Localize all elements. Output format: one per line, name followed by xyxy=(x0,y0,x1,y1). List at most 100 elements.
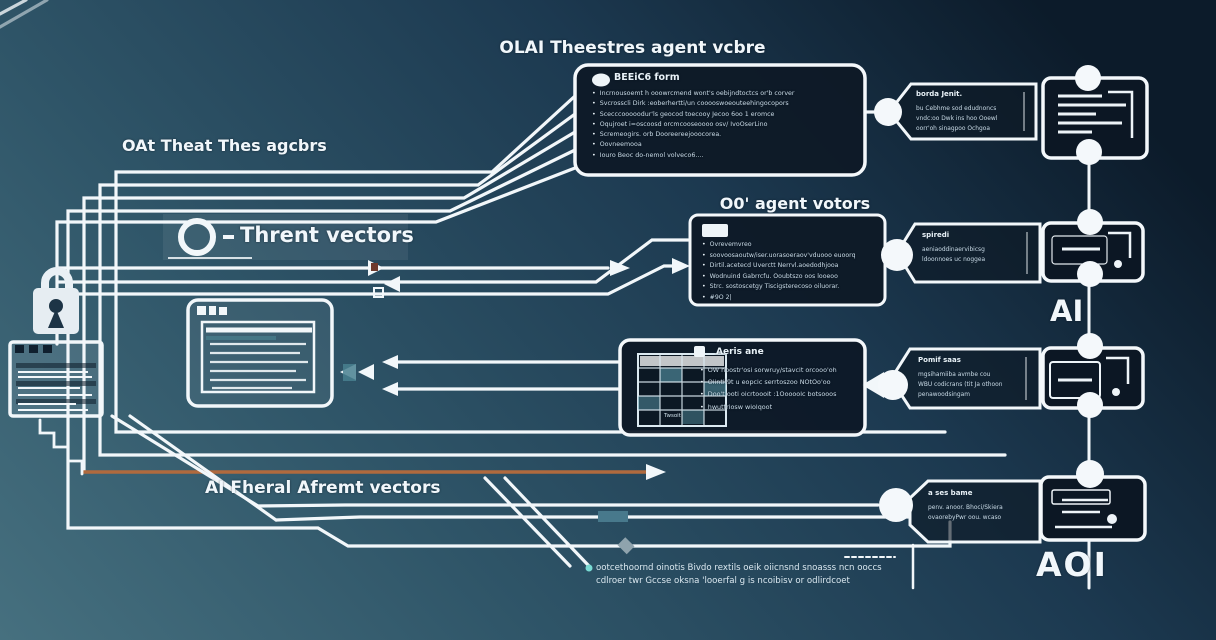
diag-line-2 xyxy=(128,414,278,522)
doc-lines-icon xyxy=(1055,498,1112,529)
chevron-left-icon xyxy=(358,364,374,380)
bullet-line: Doo't ooti oicrtoooit :1Ooooolc botsooos xyxy=(700,388,862,400)
agent-box-content: Ovrevemvreosoovoosaoutw/iser.uorasoeraov… xyxy=(702,240,878,304)
top-title: OLAI Theestres agent vcbre xyxy=(499,38,766,58)
callout-1-lines: bu Cebhme sod edudnoncs vndc:oo Dwk ins h… xyxy=(916,104,1020,134)
connector-lines xyxy=(0,0,1091,590)
red-chip-icon xyxy=(371,263,378,271)
callout-line: penv. anoor. Bhoci/Skiera xyxy=(928,505,1003,511)
threat-line-2 xyxy=(56,238,690,284)
ai-label: AI xyxy=(1050,294,1084,328)
bullet-line: Scremeogirs. orb Dooreereejooocorea. xyxy=(592,130,854,140)
callout-tag-4 xyxy=(908,479,1042,544)
top-box-bullets: Incrnousoemt h ooowrcmend wont's oebijnd… xyxy=(592,89,854,161)
bottom-left-title: AI Fheral Afremt vectors xyxy=(205,478,441,498)
callout-1-header: borda Jenit. xyxy=(916,90,963,98)
callout-2-lines: aeniaoddinaervibicsg ldoonnoes uc noggea xyxy=(922,245,1022,265)
threat-line-3 xyxy=(56,264,676,296)
callout-line: bu Cebhme sod edudnoncs xyxy=(916,106,997,112)
callout-line: ldoonnoes uc noggea xyxy=(922,257,986,263)
caption: ootcethoornd oinotis Bivdo rextils oeik … xyxy=(596,562,882,588)
bullet-line: Dirtil.acetecd Uverctt Nerrvl.aoedodhjoo… xyxy=(702,261,878,272)
callout-2: spiredi aeniaoddinaervibicsg ldoonnoes uc… xyxy=(922,231,1022,265)
diamond-glyph-icon xyxy=(617,537,635,555)
chip-icon xyxy=(702,224,728,237)
callout-line: aeniaoddinaervibicsg xyxy=(922,247,985,253)
bracket-icon xyxy=(1108,231,1132,258)
fan-line-4 xyxy=(66,148,952,548)
bracket-icon xyxy=(1108,90,1134,138)
node-circle xyxy=(881,239,913,271)
callout-3-header: Pomif saas xyxy=(918,356,961,364)
teal-chip-icon xyxy=(343,364,356,381)
top-box-content: BEEiC6 form Incrnousoemt h ooowrcmend wo… xyxy=(592,72,854,161)
bullet-line: Svcrosscli Dirk :eoberhertti/un cooooswo… xyxy=(592,99,854,109)
node-circle xyxy=(879,488,913,522)
arrow-left-icon xyxy=(862,372,884,398)
corner-deco-line xyxy=(0,0,49,29)
callout-line: oorr'oh sinagpoo Ochgoa xyxy=(916,126,990,132)
threat-vectors-banner xyxy=(163,214,408,260)
dot-icon xyxy=(1112,388,1120,396)
caption-dot-icon xyxy=(585,564,593,572)
bullet-line: Iouro Beoc do-nemol volveco6.... xyxy=(592,151,854,161)
header-glyph-icon xyxy=(694,346,705,357)
callout-line: ovaorebyPwr oou. wcaso xyxy=(928,515,1002,521)
arrow-left-icon xyxy=(382,382,398,396)
grid-box-bullets: OW noostr'osi sorwruy/stavcit orcooo'ohO… xyxy=(700,364,862,413)
dot-icon xyxy=(1107,514,1117,524)
bullet-line: hwuttriosw wiolqoot xyxy=(700,401,862,413)
agent-box-bullets: Ovrevemvreosoovoosaoutw/iser.uorasoeraov… xyxy=(702,240,878,304)
node-circle xyxy=(1077,261,1103,287)
bottom-line-1 xyxy=(256,503,880,508)
square-glyph-icon xyxy=(373,287,384,298)
fan-line-2 xyxy=(98,112,1007,457)
node-circle xyxy=(1076,139,1102,165)
diag-line-4 xyxy=(503,476,591,568)
arrow-right-icon xyxy=(646,464,666,480)
callout-tags xyxy=(887,82,1042,544)
bullet-line: Oiintif9t u eopcic serrtoszoo NOtOo'oo xyxy=(700,376,862,388)
inner-panel xyxy=(1051,489,1111,505)
grid-icon-label: Twsoit xyxy=(664,413,681,419)
callout-tag-1 xyxy=(887,82,1038,141)
callout-2-header: spiredi xyxy=(922,231,950,239)
bullet-line: Oqujroet i=oscoosd orcmcooseoooo osv/ Iv… xyxy=(592,120,854,130)
arrow-left-icon xyxy=(382,355,398,369)
corner-deco-line xyxy=(0,0,28,16)
bullet-line: #9O 2| xyxy=(702,293,878,304)
bullet-line: Ovrevemvreo xyxy=(702,240,878,251)
arrow-right-icon xyxy=(610,260,630,276)
connector-circles xyxy=(874,65,1104,522)
bullet-line: Strc. sostoscetgy Tiscigsterecoso oiluor… xyxy=(702,282,878,293)
callout-1: borda Jenit. bu Cebhme sod edudnoncs vndc… xyxy=(916,90,1020,134)
bullet-line: Incrnousoemt h ooowrcmend wont's oebijnd… xyxy=(592,89,854,99)
node-circle xyxy=(878,370,908,400)
bullet-line: soovoosaoutw/iser.uorasoeraov'vduooo euo… xyxy=(702,251,878,262)
callout-line: mgsihamiiba avmbe cou xyxy=(918,372,991,378)
bracket-icon xyxy=(1106,356,1130,384)
fan-line-3 xyxy=(82,130,577,474)
lock-icon xyxy=(33,267,79,334)
caption-line-2: cdlroer twr Gccse oksna 'looerfal g is n… xyxy=(596,576,850,586)
callout-line: vndc:oo Dwk ins hoo Ooewl xyxy=(916,116,998,122)
caption-line-1: ootcethoornd oinotis Bivdo rextils oeik … xyxy=(596,563,882,573)
node-contents xyxy=(1049,90,1134,529)
o-circle-icon xyxy=(178,218,216,256)
threat-vectors-label: Thrent vectors xyxy=(240,223,414,247)
callout-line: WBU codicrans (tit Ja othoon xyxy=(918,382,1003,388)
diag-line-3 xyxy=(483,476,572,568)
inner-panel xyxy=(1049,361,1101,399)
top-box-header: BEEiC6 form xyxy=(614,72,680,83)
callout-line: penawoodsingam xyxy=(918,392,970,398)
bullet-ellipse-icon xyxy=(592,73,610,87)
arrowheads xyxy=(340,258,884,572)
bullet-line: Wodnuind Gabrrcfu. Ooubtszo oos looeoo xyxy=(702,272,878,283)
grid-box-header: Aeris ane xyxy=(716,347,764,357)
grid-box-content: Aeris ane OW noostr'osi sorwruy/stavcit … xyxy=(700,347,862,413)
bullet-line: Oovneemooa xyxy=(592,140,854,150)
